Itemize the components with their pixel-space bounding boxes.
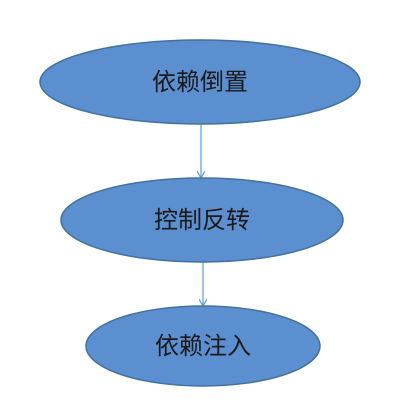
node-label-inversion-of-control: 控制反转 <box>154 206 250 234</box>
node-ellipse <box>60 177 344 263</box>
node-dependency-inversion[interactable]: 依赖倒置 <box>39 39 361 125</box>
node-ellipse <box>85 305 321 387</box>
node-ellipse <box>39 39 361 125</box>
node-inversion-of-control[interactable]: 控制反转 <box>60 177 344 263</box>
node-label-dependency-inversion: 依赖倒置 <box>152 68 248 96</box>
node-label-dependency-injection: 依赖注入 <box>155 332 251 360</box>
node-dependency-injection[interactable]: 依赖注入 <box>85 305 321 387</box>
